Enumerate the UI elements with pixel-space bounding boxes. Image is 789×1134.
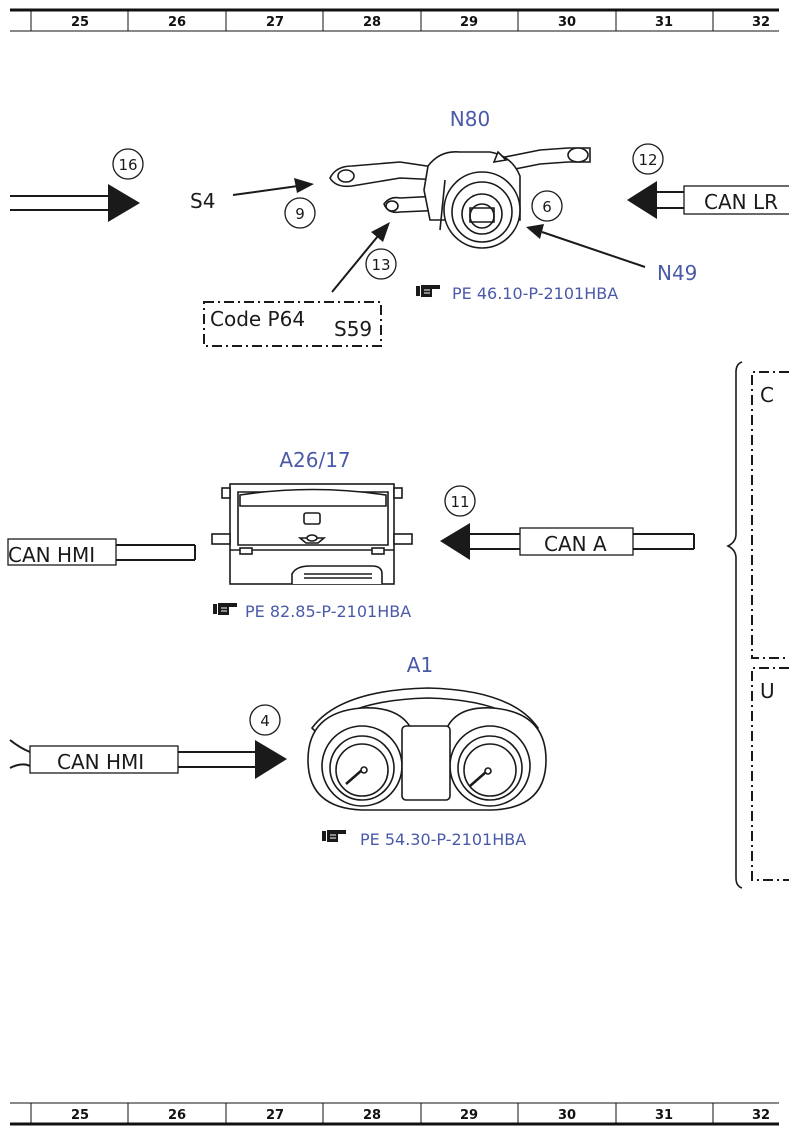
code-p64-label: Code P64 (210, 307, 305, 331)
svg-text:6: 6 (542, 198, 552, 216)
callout-12: 12 (632, 143, 664, 175)
pointer-arrow-13 (331, 222, 390, 293)
ruler-col-28: 28 (363, 15, 381, 30)
pointing-hand-icon (213, 603, 237, 615)
svg-text:13: 13 (371, 256, 390, 274)
svg-text:16: 16 (118, 156, 137, 174)
bus-can-hmi-1 (7, 538, 196, 566)
ruler-col-29: 29 (460, 15, 478, 30)
svg-text:11: 11 (450, 493, 469, 511)
bus-can-a-label: CAN A (544, 532, 607, 556)
callout-9: 9 (284, 197, 316, 229)
bus-can-lr-label: CAN LR (704, 190, 778, 214)
bus-arrow-12 (627, 181, 789, 219)
svg-text:12: 12 (638, 151, 657, 169)
ruler-col-28: 28 (363, 1108, 381, 1123)
callout-4: 4 (249, 704, 281, 736)
component-n80-label: N80 (450, 107, 490, 131)
a26-17-module-drawing (211, 483, 413, 585)
group-brace (726, 361, 743, 889)
ruler-col-30: 30 (558, 15, 576, 30)
ruler-col-27: 27 (266, 1108, 284, 1123)
bus-arrow-11 (440, 523, 695, 560)
component-s4-label: S4 (190, 189, 215, 213)
ruler-col-31: 31 (655, 15, 673, 30)
bus-can-hmi-2-label: CAN HMI (57, 750, 144, 774)
code-box-s59 (203, 301, 382, 347)
callout-6: 6 (531, 190, 563, 222)
ruler-col-30: 30 (558, 1108, 576, 1123)
component-a1-label: A1 (407, 653, 433, 677)
callout-16: 16 (112, 148, 144, 180)
reference-n80: PE 46.10-P-2101HBA (452, 284, 618, 303)
pointer-arrow-n49 (526, 224, 646, 268)
pointing-hand-icon (322, 830, 346, 842)
callout-11: 11 (444, 485, 476, 517)
pointer-arrow-s4 (232, 178, 314, 196)
ruler-col-31: 31 (655, 1108, 673, 1123)
edge-box-2 (751, 667, 789, 881)
edge-box-1-label: C (760, 383, 774, 407)
edge-box-2-label: U (760, 679, 775, 703)
ruler-col-26: 26 (168, 1108, 186, 1123)
bottom-ruler: 25 26 27 28 29 30 31 32 (10, 1102, 779, 1126)
bus-can-hmi-1-label: CAN HMI (8, 543, 95, 567)
bus-can-hmi-2 (9, 739, 287, 779)
ruler-col-25: 25 (71, 15, 89, 30)
reference-a1: PE 54.30-P-2101HBA (360, 830, 526, 849)
ruler-col-32: 32 (752, 15, 770, 30)
ruler-col-29: 29 (460, 1108, 478, 1123)
bus-arrow-16 (10, 184, 140, 222)
a1-instrument-cluster-drawing (307, 687, 547, 811)
edge-box-1 (751, 371, 789, 659)
callout-13: 13 (365, 248, 397, 280)
component-a26-17-label: A26/17 (279, 448, 350, 472)
pointing-hand-icon (416, 285, 440, 297)
component-n49-label: N49 (657, 261, 697, 285)
ruler-col-27: 27 (266, 15, 284, 30)
component-s59-label: S59 (334, 317, 372, 341)
ruler-col-25: 25 (71, 1108, 89, 1123)
svg-text:9: 9 (295, 205, 305, 223)
svg-text:4: 4 (260, 712, 270, 730)
ruler-col-26: 26 (168, 15, 186, 30)
reference-a26-17: PE 82.85-P-2101HBA (245, 602, 411, 621)
steering-column-module-drawing (329, 147, 591, 249)
top-ruler: 25 26 27 28 29 30 31 32 (10, 8, 779, 32)
ruler-col-32: 32 (752, 1108, 770, 1123)
